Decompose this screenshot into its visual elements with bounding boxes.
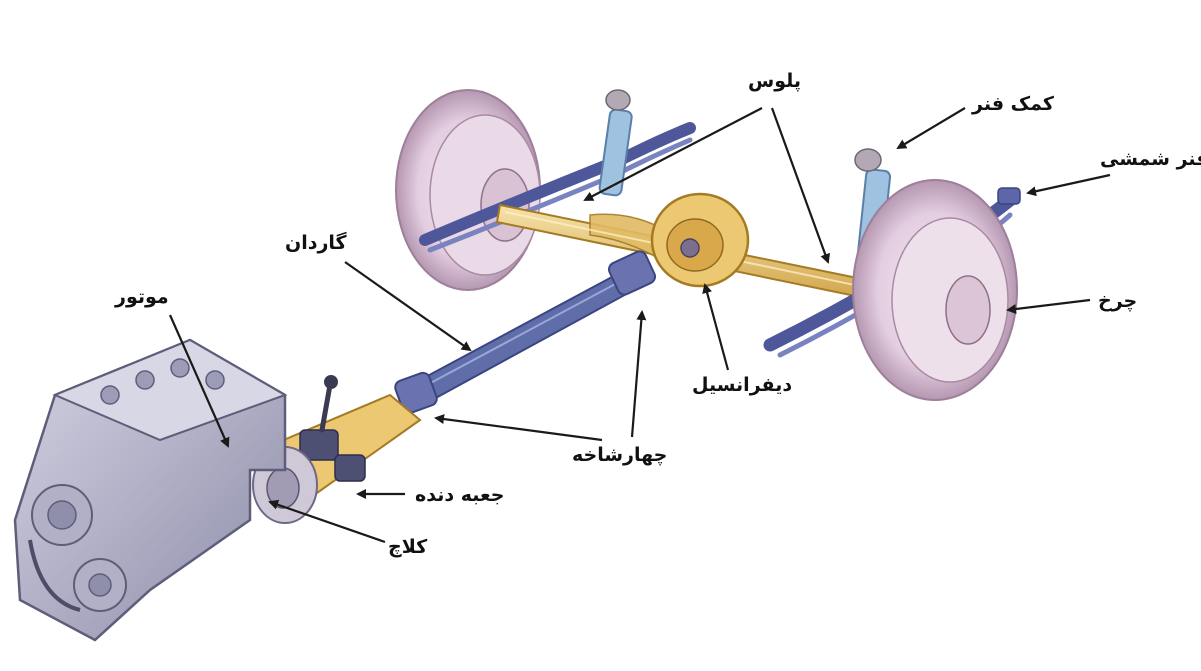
- label-engine: موتور: [115, 288, 169, 307]
- label-universal-joint: چهارشاخه: [572, 446, 667, 465]
- shock-absorber-left: [599, 90, 633, 196]
- arrow-shock-absorber: [898, 108, 965, 148]
- label-wheel: چرخ: [1098, 292, 1137, 311]
- arrow-universal-joint-front: [436, 418, 602, 440]
- label-clutch: کلاچ: [388, 538, 427, 557]
- label-cardan: گاردان: [285, 234, 347, 253]
- differential-housing: [652, 194, 748, 286]
- label-gearbox: جعبه دنده: [415, 486, 504, 505]
- rear-left-wheel: [396, 90, 540, 290]
- label-propeller-shaft: پلوس: [748, 72, 801, 91]
- arrow-wheel: [1008, 300, 1090, 310]
- engine-block: [15, 340, 285, 640]
- arrow-differential: [705, 285, 728, 370]
- label-leaf-spring: فنر شمشی: [1100, 150, 1201, 169]
- label-differential: دیفرانسیل: [692, 376, 792, 395]
- arrow-universal-joint-rear: [632, 312, 642, 437]
- rear-right-wheel: [853, 180, 1017, 400]
- label-shock-absorber: کمک فنر: [972, 95, 1054, 114]
- arrow-leaf-spring: [1028, 175, 1110, 193]
- arrow-propeller-right: [772, 108, 828, 262]
